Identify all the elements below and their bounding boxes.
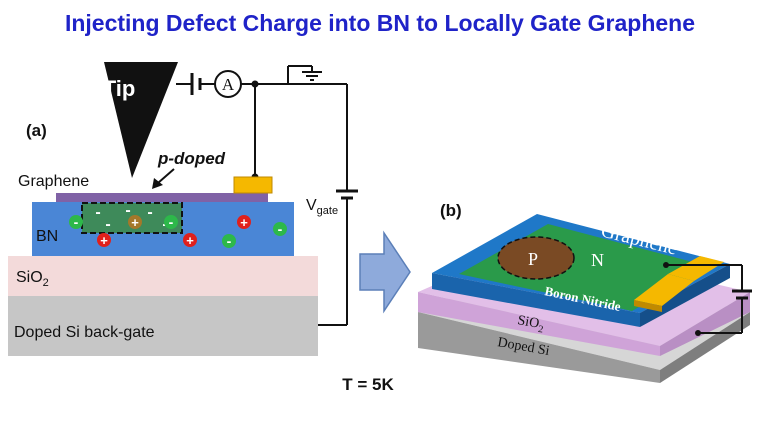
tip-label: Tip <box>103 76 136 101</box>
p-doped-label: p-doped <box>157 149 226 168</box>
stm-tip <box>104 62 178 178</box>
vgate-label: Vgate <box>306 197 338 217</box>
svg-text:-: - <box>74 214 79 230</box>
si-block-front <box>418 312 660 383</box>
graphene-label: Graphene <box>18 173 89 190</box>
bn-slab-side <box>640 264 730 327</box>
backgate-node-b <box>695 330 701 336</box>
sio2-label: SiO2 <box>16 269 49 289</box>
sio2-b-label: SiO2 <box>516 313 546 335</box>
n-label: N <box>591 250 604 270</box>
bn-label: BN <box>36 228 58 245</box>
svg-text:-: - <box>278 221 283 237</box>
si-label: Doped Si back-gate <box>14 324 155 341</box>
minus-sign: - <box>105 216 110 233</box>
charge-negative: - <box>273 221 287 237</box>
charge-neutral: + <box>128 215 142 230</box>
graphene-layer <box>56 193 268 202</box>
p-region <box>497 236 575 280</box>
si-block-side <box>660 312 750 383</box>
minus-sign: - <box>147 204 152 221</box>
contact-strip-top <box>668 256 724 281</box>
p-label: P <box>528 249 538 269</box>
svg-text:+: + <box>100 233 108 248</box>
svg-text:+: + <box>186 233 194 248</box>
charge-negative: - <box>69 214 83 230</box>
bn-slab-front <box>432 273 640 327</box>
sio2-slab-side <box>660 292 750 356</box>
svg-text:+: + <box>131 215 139 230</box>
svg-text:-: - <box>169 214 174 230</box>
charge-negative: - <box>222 233 236 249</box>
minus-sign: - <box>95 204 100 221</box>
panel-b-label: (b) <box>440 201 462 220</box>
figure-title: Injecting Defect Charge into BN to Local… <box>65 10 695 36</box>
sio2-slab-front <box>418 292 660 356</box>
charge-positive: + <box>237 215 251 230</box>
contact-strip <box>634 274 694 306</box>
ammeter-label: A <box>222 75 235 94</box>
charge-positive: + <box>97 233 111 248</box>
svg-text:-: - <box>227 233 232 249</box>
temperature-label: T = 5K <box>342 375 394 394</box>
sio2-layer <box>8 256 318 296</box>
p-doped-arrowhead <box>152 178 163 189</box>
metal-contact <box>233 176 273 194</box>
si-backgate-layer <box>8 296 318 356</box>
transition-arrow <box>359 230 411 314</box>
charge-negative: - <box>164 214 178 230</box>
p-doped-arrow <box>157 168 175 184</box>
panel-a-label: (a) <box>26 121 47 140</box>
contact-strip-edge <box>634 300 662 312</box>
minus-sign: - <box>125 202 130 219</box>
svg-text:+: + <box>240 215 248 230</box>
charge-positive: + <box>183 233 197 248</box>
